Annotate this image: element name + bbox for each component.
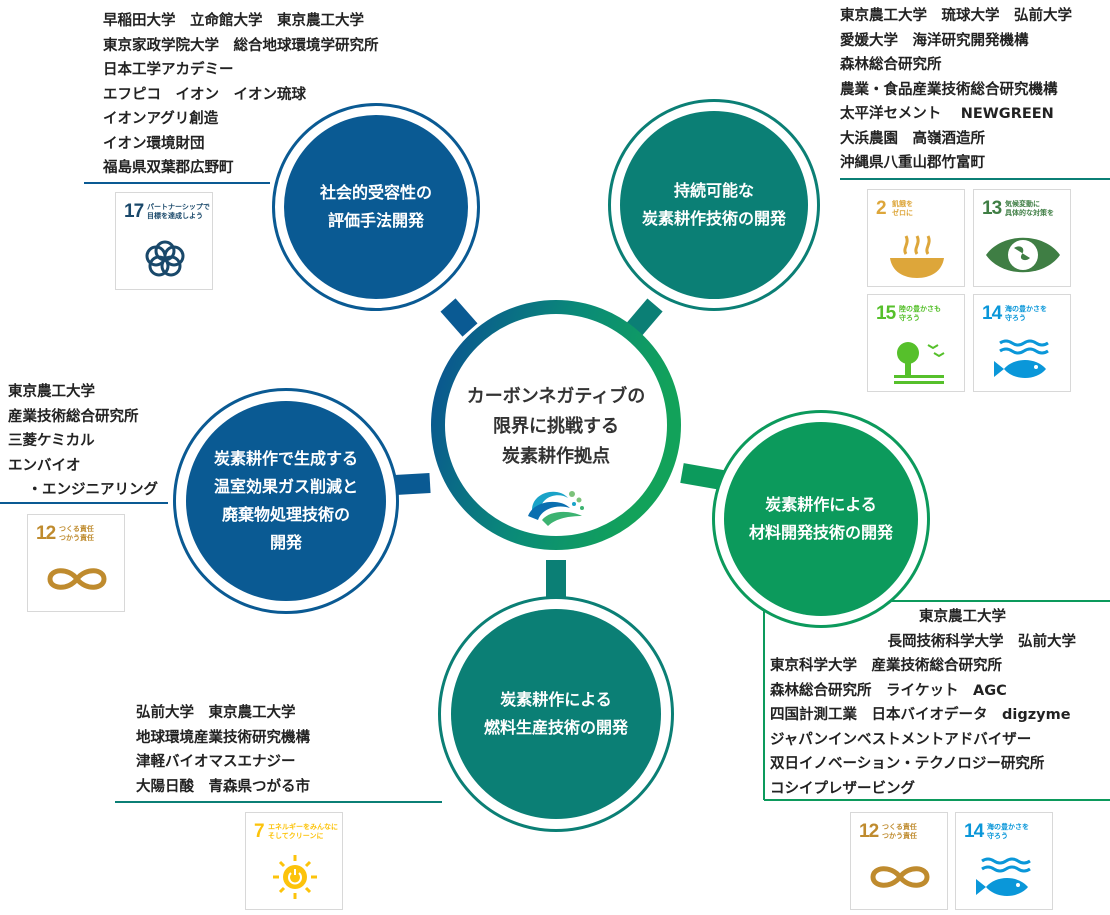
org-line: 東京農工大学 — [919, 609, 1006, 625]
sdg-12-icon: 12 つくる責任 つかう責任 — [850, 812, 948, 910]
org-line: 太平洋セメント NEWGREEN — [840, 106, 1054, 122]
theme-circle-fuel: 炭素耕作による 燃料生産技術の開発 — [438, 596, 674, 832]
sdg-15-icon: 15 陸の豊かさも 守ろう — [867, 294, 965, 392]
org-line: 森林総合研究所 — [840, 57, 942, 73]
theme-social-label: 社会的受容性の 評価手法開発 — [284, 115, 468, 299]
org-line: 東京家政学院大学 総合地球環境学研究所 — [103, 37, 379, 54]
org-line: コシイプレザービング — [770, 780, 915, 797]
theme-sustainable-label: 持続可能な 炭素耕作技術の開発 — [620, 111, 808, 299]
org-line: ジャパンインベストメントアドバイザー — [770, 731, 1032, 748]
org-line: エンバイオ — [8, 457, 81, 474]
orgs-sustainable: 東京農工大学 琉球大学 弘前大学 愛媛大学 海洋研究開発機構 森林総合研究所 農… — [840, 4, 1072, 176]
org-line: 弘前大学 東京農工大学 — [136, 705, 296, 721]
connector-ghg — [394, 473, 431, 495]
theme-circle-material: 炭素耕作による 材料開発技術の開発 — [712, 410, 930, 628]
org-line: 日本工学アカデミー — [103, 62, 234, 78]
sun-power-icon — [273, 855, 317, 899]
sdg-14-icon: 14 海の豊かさを 守ろう — [973, 294, 1071, 392]
tree-icon — [894, 342, 945, 384]
orgs-material: 東京農工大学 長岡技術科学大学 弘前大学 東京科学大学 産業技術総合研究所 森林… — [770, 605, 1100, 801]
org-line: 大浜農園 高嶺酒造所 — [840, 130, 985, 147]
org-line: 愛媛大学 海洋研究開発機構 — [840, 32, 1029, 49]
theme-circle-sustainable: 持続可能な 炭素耕作技術の開発 — [608, 99, 820, 311]
sdg-12-icon: 12 つくる責任 つかう責任 — [27, 514, 125, 612]
partnership-flower-icon — [145, 240, 185, 277]
org-line: 地球環境産業技術研究機構 — [136, 729, 310, 746]
org-line: 大陽日酸 青森県つがる市 — [136, 778, 310, 795]
org-line: 東京科学大学 産業技術総合研究所 — [770, 658, 1002, 674]
sdg-13-icon: 13 気候変動に 具体的な対策を — [973, 189, 1071, 287]
org-line: 沖縄県八重山郡竹富町 — [840, 155, 985, 171]
sdg-7-icon: 7 エネルギーをみんなに そしてクリーンに — [245, 812, 343, 910]
connector-material — [680, 463, 724, 490]
theme-circle-social: 社会的受容性の 評価手法開発 — [272, 103, 480, 311]
org-line: 津軽バイオマスエナジー — [136, 754, 296, 770]
theme-circle-ghg: 炭素耕作で生成する 温室効果ガス削減と 廃棄物処理技術の 開発 — [173, 388, 399, 614]
theme-ghg-label: 炭素耕作で生成する 温室効果ガス削減と 廃棄物処理技術の 開発 — [186, 401, 386, 601]
org-line: 農業・食品産業技術総合研究機構 — [840, 81, 1058, 98]
org-line: 森林総合研究所 ライケット AGC — [770, 682, 1007, 699]
org-line: イオンアグリ創造 — [103, 111, 219, 127]
climate-eye-icon — [986, 237, 1060, 273]
connector-sustainable — [624, 298, 663, 339]
org-line: 東京農工大学 — [8, 384, 95, 400]
theme-material-label: 炭素耕作による 材料開発技術の開発 — [724, 422, 918, 616]
fish-wave-icon — [994, 339, 1049, 378]
fish-wave-icon — [976, 857, 1031, 896]
org-line: 東京農工大学 琉球大学 弘前大学 — [840, 8, 1072, 24]
org-line: 四国計測工業 日本バイオデータ digzyme — [770, 707, 1071, 723]
center-logo-icon — [528, 491, 584, 526]
infinity-icon — [47, 568, 107, 590]
center-title: カーボンネガティブの 限界に挑戦する 炭素耕作拠点 — [466, 386, 646, 467]
sdg-2-icon: 2 飢餓を ゼロに — [867, 189, 965, 287]
org-line: エフピコ イオン イオン琉球 — [103, 86, 306, 103]
connector-social — [440, 298, 478, 337]
org-line: 福島県双葉郡広野町 — [103, 160, 234, 176]
org-line: 長岡技術科学大学 弘前大学 — [887, 633, 1077, 650]
org-line: イオン環境財団 — [103, 135, 205, 152]
org-line: 早稲田大学 立命館大学 東京農工大学 — [103, 13, 364, 29]
orgs-fuel: 弘前大学 東京農工大学 地球環境産業技術研究機構 津軽バイオマスエナジー 大陽日… — [136, 701, 310, 799]
org-line: 産業技術総合研究所 — [8, 408, 139, 425]
sdg-17-icon: 17 パートナーシップで 目標を達成しよう — [115, 192, 213, 290]
org-line: 双日イノベーション・テクノロジー研究所 — [770, 756, 1045, 772]
org-line: 三菱ケミカル — [8, 433, 95, 449]
orgs-social: 早稲田大学 立命館大学 東京農工大学 東京家政学院大学 総合地球環境学研究所 日… — [103, 9, 379, 181]
center-ring — [431, 300, 681, 550]
org-line: ・エンジニアリング — [8, 482, 159, 498]
bowl-icon — [890, 235, 944, 278]
orgs-ghg: 東京農工大学 産業技術総合研究所 三菱ケミカル エンバイオ ・エンジニアリング — [8, 380, 158, 503]
infinity-icon — [870, 866, 930, 888]
sdg-14-icon: 14 海の豊かさを 守ろう — [955, 812, 1053, 910]
theme-fuel-label: 炭素耕作による 燃料生産技術の開発 — [451, 609, 661, 819]
